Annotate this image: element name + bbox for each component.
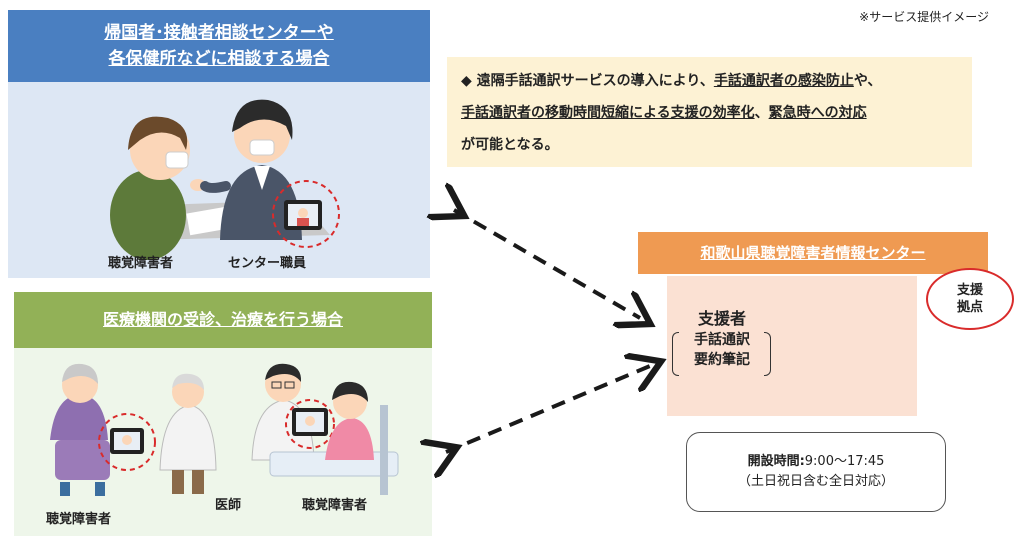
bed-patient-figure <box>269 381 399 495</box>
hearing-impaired-person-figure <box>110 116 206 260</box>
elderly-patient-figure <box>50 363 110 496</box>
consult-illustration <box>110 99 340 260</box>
consult-panel-header: 帰国者･接触者相談センターや 各保健所などに相談する場合 <box>8 10 430 82</box>
note-line2-b: 、 <box>754 105 769 121</box>
center-panel <box>667 276 917 416</box>
note-line1-a: 遠隔手話通訳サービスの導入により、 <box>476 73 714 89</box>
support-base-badge: 支援 拠点 <box>926 268 1014 330</box>
connection-arrows <box>446 210 650 452</box>
supporter-sign-language: 手話通訳 <box>694 332 750 348</box>
center-title: 和歌山県聴覚障害者情報センター <box>700 244 926 262</box>
label-doctor: 医師 <box>215 498 242 513</box>
badge-line1: 支援 <box>956 283 983 298</box>
arrow-medical-to-center <box>446 366 650 452</box>
medical-panel-header: 医療機関の受診、治療を行う場合 <box>14 292 432 348</box>
support-bracket-left <box>672 332 679 376</box>
tablet-icon <box>284 200 322 230</box>
supporter-block: 支援者 手話通訳 要約筆記 <box>672 308 772 370</box>
label-hearing-impaired-medical-left: 聴覚障害者 <box>46 512 112 527</box>
note-line-1: ◆ 遠隔手話通訳サービスの導入により、手話通訳者の感染防止や、 <box>461 65 881 97</box>
opening-hours-line: 開設時間:9:00～17:45 <box>687 452 945 472</box>
label-hearing-impaired-consult: 聴覚障害者 <box>108 256 174 271</box>
supporter-summary-writing: 要約筆記 <box>694 352 750 368</box>
medical-title: 医療機関の受診、治療を行う場合 <box>102 310 343 329</box>
medical-illustration <box>50 363 399 496</box>
note-emergency: 緊急時への対応 <box>768 105 867 121</box>
hours-label: 開設時間: <box>747 454 805 469</box>
arrow-consult-to-center <box>454 210 640 318</box>
doctor-figure-left <box>159 373 217 494</box>
label-hearing-impaired-medical-right: 聴覚障害者 <box>302 498 368 513</box>
opening-hours-box: 開設時間:9:00～17:45 （土日祝日含む全日対応） <box>686 432 946 512</box>
supporter-title: 支援者 <box>697 309 746 328</box>
benefit-note-box: ◆ 遠隔手話通訳サービスの導入により、手話通訳者の感染防止や、 手話通訳者の移動… <box>447 57 972 167</box>
note-line-3: が可能となる。 <box>461 137 559 153</box>
service-image-note: ※サービス提供イメージ <box>859 10 989 24</box>
tablet-highlight-circle-right <box>285 399 335 449</box>
tablet-highlight-circle-left <box>98 413 156 471</box>
note-efficiency: 手話通訳者の移動時間短縮による支援の効率化 <box>461 105 755 121</box>
center-header: 和歌山県聴覚障害者情報センター <box>638 232 988 274</box>
note-bullet: ◆ <box>461 73 472 89</box>
center-staff-figure <box>200 99 302 240</box>
hours-note: （土日祝日含む全日対応） <box>737 474 894 489</box>
note-infection-prevention: 手話通訳者の感染防止 <box>713 73 854 89</box>
consult-title-line1: 帰国者･接触者相談センターや <box>104 23 334 43</box>
badge-line2: 拠点 <box>956 300 983 315</box>
consult-title-line2: 各保健所などに相談する場合 <box>108 49 330 69</box>
tablet-highlight-circle <box>272 180 340 248</box>
note-line1-c: や、 <box>853 73 882 89</box>
hours-time: 9:00～17:45 <box>804 454 885 469</box>
label-center-staff: センター職員 <box>228 256 307 271</box>
note-line-2: 手話通訳者の移動時間短縮による支援の効率化、緊急時への対応 <box>461 97 867 129</box>
